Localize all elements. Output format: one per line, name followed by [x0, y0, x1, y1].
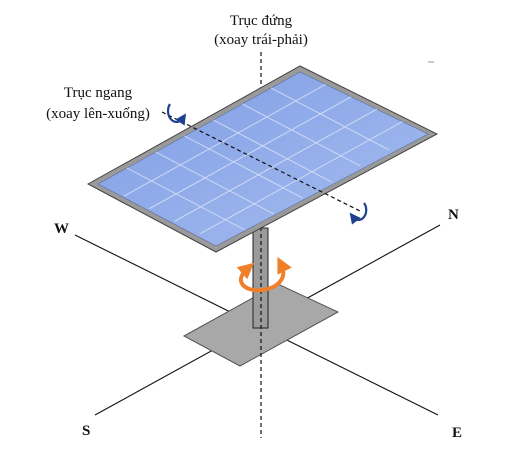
vertical-rotation-arrow-icon: [236, 256, 292, 293]
solar-panel-surface: [97, 71, 429, 247]
horizontal-axis-label-line2: (xoay lên-xuống): [46, 106, 150, 122]
horizontal-rotation-arrow-left-icon: [166, 103, 187, 126]
compass-west-label: W: [54, 221, 69, 237]
solar-panel-grid: [123, 84, 403, 234]
vertical-axis-label-line2: (xoay trái-phải): [214, 32, 308, 48]
compass-east-label: E: [452, 425, 462, 441]
compass-south-label: S: [82, 423, 90, 439]
horizontal-axis-line: [161, 111, 363, 213]
vertical-axis-label-line1: Trục đứng: [230, 13, 293, 29]
horizontal-axis-label-line1: Trục ngang: [64, 85, 133, 101]
compass-north-label: N: [448, 207, 459, 223]
horizontal-rotation-arrow-right-icon: [349, 202, 368, 225]
